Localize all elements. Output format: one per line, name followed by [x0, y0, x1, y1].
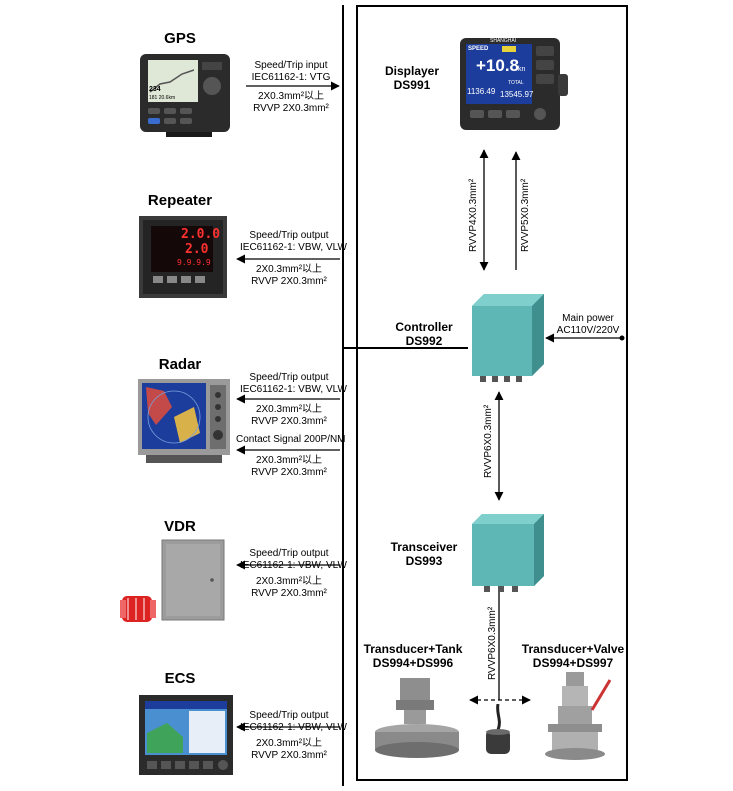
displayer-trip: 1136.49 — [467, 87, 496, 96]
controller-device-image — [470, 292, 546, 384]
radar-contact-line-2: 2X0.3mm²以上 — [255, 455, 323, 466]
gps-title: GPS — [164, 30, 196, 47]
radar-contact-line-1: Contact Signal 200P/NM — [236, 434, 346, 445]
transceiver-device-image — [470, 512, 546, 592]
ecs-title: ECS — [164, 670, 196, 687]
repeater-line-4: RVVP 2X0.3mm² — [251, 276, 327, 287]
displayer-total-label: TOTAL — [508, 80, 524, 86]
repeater-line-3: 2X0.3mm²以上 — [255, 264, 323, 275]
transducer-valve-model: DS994+DS997 — [532, 656, 614, 670]
transducer-tank-model: DS994+DS996 — [372, 656, 454, 670]
vdr-title: VDR — [164, 518, 196, 535]
gps-line-2: IEC61162-1: VTG — [251, 72, 331, 83]
displayer-screen-label: SPEED — [468, 46, 489, 52]
radar-line-4: RVVP 2X0.3mm² — [251, 416, 327, 427]
repeater-row-2: 2.0 — [185, 242, 209, 257]
cable-display-b: RVVP5X0.3mm² — [520, 178, 531, 252]
controller-model: DS992 — [405, 334, 443, 348]
radar-contact-line-3: RVVP 2X0.3mm² — [251, 467, 327, 478]
gps-line-3: 2X0.3mm²以上 — [257, 91, 325, 102]
ecs-line-1: Speed/Trip output — [249, 710, 329, 721]
main-power-value: AC110V/220V — [556, 325, 620, 336]
gps-screen-bottom: 181 20.6km — [149, 95, 176, 101]
transducer-valve-image — [538, 670, 614, 762]
ecs-line-2: IEC61162-1: VBW, VLW — [240, 722, 347, 733]
gps-line-1: Speed/Trip input — [254, 60, 328, 71]
vdr-line-1: Speed/Trip output — [249, 548, 329, 559]
radar-line-1: Speed/Trip output — [249, 372, 329, 383]
ecs-device-image — [137, 693, 235, 777]
radar-device-image — [134, 377, 234, 467]
displayer-brand: SHANGHAI — [490, 38, 517, 44]
repeater-row-3: 9.9.9.9 — [177, 258, 211, 267]
vdr-line-4: RVVP 2X0.3mm² — [251, 588, 327, 599]
repeater-title: Repeater — [147, 192, 213, 209]
cable-transducer: RVVP6X0.3mm² — [487, 606, 498, 680]
cable-transceiver: RVVP6X0.3mm² — [483, 404, 494, 478]
ecs-line-3: 2X0.3mm²以上 — [255, 738, 323, 749]
vdr-line-3: 2X0.3mm²以上 — [255, 576, 323, 587]
displayer-unit: kn — [518, 66, 526, 73]
gps-screen-top: 234 — [149, 86, 161, 93]
transducer-valve-title: Transducer+Valve — [521, 642, 625, 656]
cable-display-a: RVVP4X0.3mm² — [468, 178, 479, 252]
radar-title: Radar — [158, 356, 202, 373]
displayer-total: 13545.97 — [500, 90, 534, 99]
radar-line-3: 2X0.3mm²以上 — [255, 404, 323, 415]
displayer-value: +10.8 — [476, 56, 520, 75]
transceiver-title: Transceiver — [390, 540, 458, 554]
repeater-line-2: IEC61162-1: VBW, VLW — [240, 242, 347, 253]
vdr-device-image — [116, 538, 228, 630]
vdr-line-2: IEC61162-1: VBW, VLW — [240, 560, 347, 571]
transducer-tank-title: Transducer+Tank — [363, 642, 463, 656]
repeater-device-image: 2.0.0 2.0 9.9.9.9 — [137, 214, 231, 302]
ecs-line-4: RVVP 2X0.3mm² — [251, 750, 327, 761]
repeater-row-1: 2.0.0 — [181, 227, 221, 242]
transducer-image — [480, 703, 516, 758]
displayer-device-image: SHANGHAI SPEED +10.8 kn TOTAL 1136.49 13… — [458, 34, 570, 134]
repeater-line-1: Speed/Trip output — [249, 230, 329, 241]
displayer-model: DS991 — [393, 78, 431, 92]
gps-line-4: RVVP 2X0.3mm² — [253, 103, 329, 114]
displayer-title: Displayer — [384, 64, 440, 78]
system-frame — [356, 5, 628, 781]
gps-device-image: 234 181 20.6km — [136, 52, 236, 138]
radar-line-2: IEC61162-1: VBW, VLW — [240, 384, 347, 395]
main-power-label: Main power — [562, 313, 614, 324]
transducer-tank-image — [372, 674, 462, 762]
controller-title: Controller — [395, 320, 453, 334]
transceiver-model: DS993 — [405, 554, 443, 568]
